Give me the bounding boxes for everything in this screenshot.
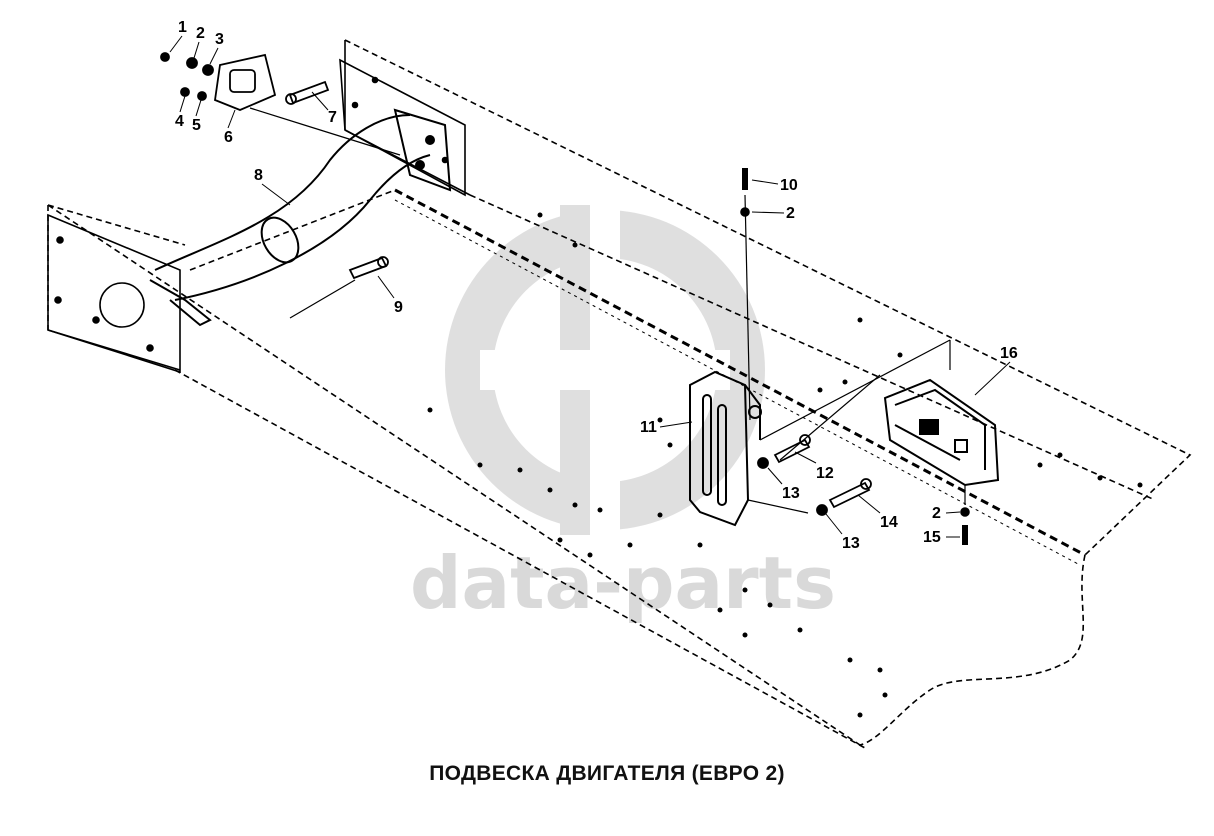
diagram-caption: ПОДВЕСКА ДВИГАТЕЛЯ (ЕВРО 2) [429,762,785,785]
rear-mount-16 [883,378,1000,487]
callout-9: 9 [394,299,403,316]
left-frame-plate [47,213,181,374]
callout-leaders [169,35,1011,538]
callout-7: 7 [328,109,337,126]
callout-2c: 2 [932,505,941,522]
frame-holes [427,212,1143,718]
callout-14: 14 [880,514,898,531]
callout-8: 8 [254,167,263,184]
watermark-text: data-parts [410,541,836,625]
callout-3: 3 [215,31,224,48]
callout-6: 6 [224,129,233,146]
frame-rail [47,39,1192,749]
bolt-10-assembly [740,168,751,421]
callout-13b: 13 [842,535,860,552]
rear-mount-bracket [689,370,809,527]
callout-16: 16 [1000,345,1018,362]
callout-2b: 2 [786,205,795,222]
callout-10: 10 [780,177,798,194]
bolt-15-assembly [960,485,970,545]
callout-1: 1 [178,19,187,36]
bolts-12-14 [757,339,951,516]
callout-15: 15 [923,529,941,546]
callout-13a: 13 [782,485,800,502]
front-mount-pad [160,52,277,111]
crossmember-tube [149,108,452,327]
callout-4: 4 [175,113,184,130]
callout-2: 2 [196,25,205,42]
callout-11: 11 [640,419,657,436]
callout-12: 12 [816,465,834,482]
leader-line [249,107,401,156]
callout-5: 5 [192,117,201,134]
callout-labels: 1 2 3 4 5 6 7 8 9 10 2 11 12 13 13 14 2 … [175,19,1018,552]
bolt-7 [285,80,330,105]
upper-frame-bracket [339,58,466,197]
bolt-9 [289,256,389,319]
